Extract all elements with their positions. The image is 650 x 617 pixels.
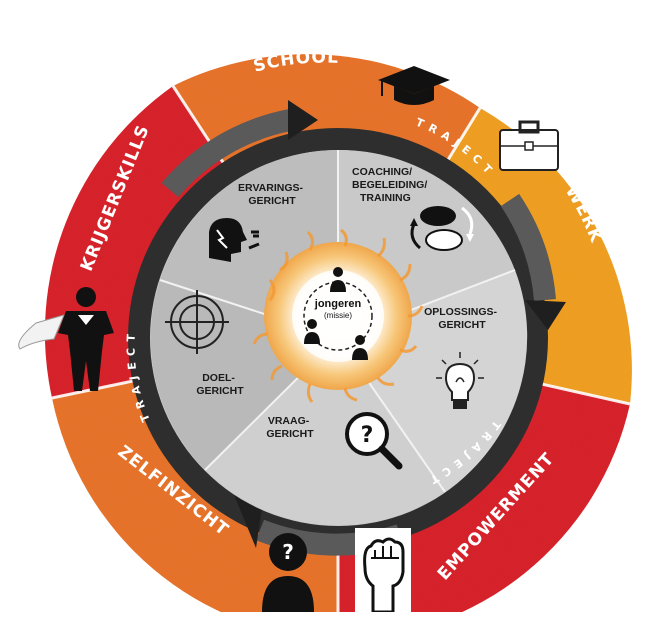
coaching-cycle-icon bbox=[410, 206, 474, 251]
center-sub-label: (missie) bbox=[324, 311, 352, 320]
svg-text:?: ? bbox=[361, 423, 374, 448]
vraag-line1: VRAAG- bbox=[268, 415, 310, 427]
svg-text:?: ? bbox=[282, 540, 294, 564]
center-mission: jongeren (missie) bbox=[252, 228, 424, 403]
question-person-icon: ? bbox=[262, 533, 314, 612]
oplossings-line1: OPLOSSINGS- bbox=[424, 306, 497, 318]
svg-text:OPLOSSINGS- GERICHT: OPLOSSINGS- GERICHT bbox=[424, 306, 500, 331]
coaching-line2: BEGELEIDING/ bbox=[352, 179, 427, 191]
vraag-line2: GERICHT bbox=[266, 428, 314, 440]
head-lightning-icon bbox=[209, 218, 260, 262]
raised-fist-icon bbox=[355, 528, 411, 614]
inner-labels: ERVARINGS- GERICHT COACHING/ BEGELEIDING… bbox=[196, 166, 500, 440]
svg-text:ERVARINGS- GERICHT: ERVARINGS- GERICHT bbox=[238, 182, 306, 207]
svg-text:VRAAG- GERICHT: VRAAG- GERICHT bbox=[266, 415, 314, 440]
svg-text:COACHING/ BEGELEIDING/: COACHING/ BEGELEIDING/ TRAINING bbox=[352, 166, 430, 204]
center-main-label: jongeren bbox=[314, 298, 362, 310]
ervarings-line1: ERVARINGS- bbox=[238, 182, 303, 194]
mission-dashed-circle bbox=[303, 281, 373, 351]
doel-line2: GERICHT bbox=[196, 385, 244, 397]
oplossings-line2: GERICHT bbox=[438, 319, 486, 331]
traject-arrows bbox=[161, 100, 566, 556]
ervarings-line2: GERICHT bbox=[248, 195, 296, 207]
coaching-line1: COACHING/ bbox=[352, 166, 412, 178]
svg-text:DOEL- GERICHT: DOEL- GERICHT bbox=[196, 372, 244, 397]
briefcase-icon bbox=[499, 120, 559, 171]
inner-vraaggericht bbox=[205, 338, 445, 526]
person-icon bbox=[304, 267, 368, 360]
doel-line1: DOEL- bbox=[202, 372, 235, 384]
arrow-right bbox=[525, 300, 566, 330]
target-crosshair-icon bbox=[165, 290, 229, 354]
lightbulb-icon bbox=[436, 352, 484, 409]
arrow-top bbox=[288, 100, 318, 140]
coaching-line3: TRAINING bbox=[360, 192, 411, 204]
superhero-icon bbox=[18, 287, 114, 391]
graduation-cap-icon bbox=[378, 66, 450, 105]
magnifier-question-icon: ? bbox=[345, 412, 403, 470]
